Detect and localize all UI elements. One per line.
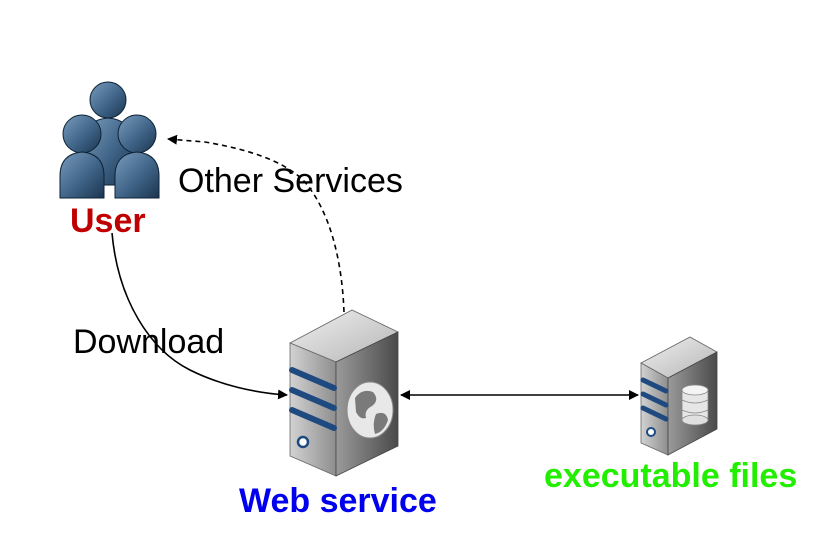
edge-download	[111, 232, 288, 400]
db-server-bays	[640, 377, 669, 437]
database-server-icon	[640, 336, 718, 456]
user-person-left	[59, 114, 105, 199]
globe-icon	[346, 381, 394, 439]
user-node-label: User	[70, 202, 146, 240]
database-cylinder-icon	[681, 384, 709, 426]
web-service-node-label: Web service	[239, 482, 437, 520]
web-server-bays	[289, 367, 337, 449]
web-server-globe-icon	[289, 309, 399, 477]
users-group-icon	[59, 81, 160, 199]
edge-other-services	[167, 134, 345, 313]
other-services-edge-label: Other Services	[178, 162, 403, 200]
download-edge-label: Download	[73, 323, 225, 361]
user-person-right	[114, 114, 160, 199]
executable-files-node-label: executable files	[544, 457, 798, 495]
